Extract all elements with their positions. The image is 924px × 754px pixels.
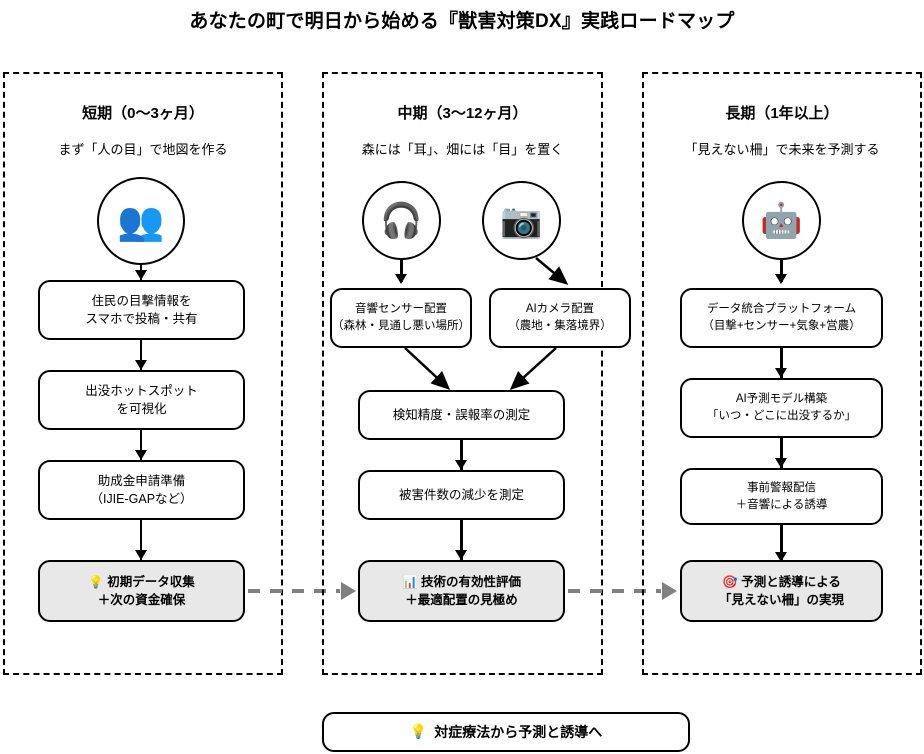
connector-arrow [455, 550, 467, 560]
busts-in-silhouette-icon: 👥 [97, 177, 185, 265]
step-line-2: ＋音響による誘導 [735, 498, 828, 511]
step-line-2: （目撃+センサー+気象+営農） [702, 320, 861, 332]
step-box-acoustic-sensor: 音響センサー配置 （森林・見通し悪い場所） [330, 288, 472, 348]
step-line-1: 被害件数の減少を測定 [398, 487, 524, 502]
step-line-1: 検知精度・誤報率の測定 [392, 407, 531, 422]
outcome-text-1: 初期データ収集 [107, 574, 195, 589]
phase-subtitle-long-term: 「見えない柵」で未来を予測する [684, 142, 880, 157]
phase-panel-mid-term: 中期（3〜12ヶ月） 森には「耳」、畑には「目」を置く [322, 72, 603, 675]
phase-subtitle-mid-term: 森には「耳」、畑には「目」を置く [361, 142, 564, 157]
step-line-1: AIカメラ配置 [525, 303, 595, 316]
step-box-data-platform: データ統合プラットフォーム （目撃+センサー+気象+営農） [680, 288, 883, 348]
step-line-2: （IJIE-GAPなど） [90, 492, 193, 506]
connector-line [780, 260, 783, 282]
step-box-hotspot-visualization: 出没ホットスポット を可視化 [38, 370, 245, 430]
outcome-box-short-term: 💡 初期データ収集 ＋次の資金確保 [38, 560, 245, 622]
phase-title-short-term: 短期（0〜3ヶ月） [82, 105, 204, 122]
connector-line [780, 525, 783, 562]
connector-line [139, 340, 143, 370]
outcome-text-1: 予測と誘導による [741, 574, 841, 589]
outcome-box-long-term: 🎯 予測と誘導による 「見えない柵」の実現 [680, 560, 883, 622]
step-line-1: 事前警報配信 [747, 481, 816, 494]
step-box-early-warning: 事前警報配信 ＋音響による誘導 [680, 468, 883, 525]
connector-arrow [774, 368, 787, 378]
connector-arrow [134, 360, 147, 370]
connector-arrow [134, 270, 147, 280]
connector-line [780, 438, 783, 468]
step-line-2: （森林・見通し悪い場所） [332, 320, 470, 332]
outcome-line-2: ＋最適配置の見極め [405, 593, 518, 607]
outcome-line-2: 「見えない柵」の実現 [718, 593, 844, 607]
outcome-line-2: ＋次の資金確保 [97, 593, 186, 607]
phase-title-long-term: 長期（1年以上） [725, 105, 839, 122]
connector-arrow [455, 460, 467, 470]
phase-connector-line [568, 589, 661, 593]
phase-connector-line [248, 589, 340, 593]
step-line-2: （農地・集落境界） [508, 320, 612, 332]
phase-subtitle-short-term: まず「人の目」で地図を作る [58, 142, 228, 157]
outcome-line-1: 📊 技術の有効性評価 [402, 573, 521, 591]
phase-connector-arrow [662, 582, 677, 600]
outcome-line-1: 💡 初期データ収集 [88, 573, 195, 591]
step-line-2: 「いつ・どこに出没するか」 [706, 410, 857, 422]
connector-line [139, 430, 143, 460]
robot-icon: 🤖 [742, 181, 821, 260]
phase-connector-arrow [341, 582, 356, 600]
summary-banner-text: 対症療法から予測と誘導へ [434, 724, 603, 740]
step-box-damage-reduction: 被害件数の減少を測定 [358, 470, 565, 520]
light-bulb-icon: 💡 [409, 724, 428, 740]
robot-glyph: 🤖 [760, 200, 803, 241]
step-line-2: を可視化 [116, 402, 167, 416]
step-box-ai-prediction-model: AI予測モデル構築 「いつ・どこに出没するか」 [680, 378, 883, 438]
connector-line [460, 520, 463, 560]
step-line-2: スマホで投稿・共有 [85, 312, 198, 326]
phase-connector-2-3 [568, 579, 680, 603]
connector-arrow [134, 550, 147, 560]
step-line-1: データ統合プラットフォーム [706, 303, 857, 316]
summary-banner: 💡 対症療法から予測と誘導へ [322, 712, 690, 752]
phase-title-mid-term: 中期（3〜12ヶ月） [397, 105, 528, 122]
headphone-glyph: 🎧 [380, 200, 423, 241]
light-bulb-icon: 💡 [88, 573, 104, 589]
camera-glyph: 📷 [500, 200, 543, 241]
connector-arrow [394, 274, 407, 284]
step-line-1: 出没ホットスポット [85, 383, 198, 398]
phase-panel-short-term: 短期（0〜3ヶ月） まず「人の目」で地図を作る [3, 72, 283, 675]
page-title: あなたの町で明日から始める『獣害対策DX』実践ロードマップ [189, 11, 735, 32]
connector-arrow [774, 552, 787, 562]
step-box-detection-accuracy: 検知精度・誤報率の測定 [358, 390, 565, 440]
connector-line [139, 520, 143, 560]
bar-chart-icon: 📊 [401, 573, 418, 589]
step-box-resident-reports: 住民の目撃情報を スマホで投稿・共有 [38, 280, 245, 340]
busts-in-silhouette-glyph: 👥 [117, 199, 165, 243]
headphone-icon: 🎧 [362, 181, 441, 260]
connector-line [400, 260, 403, 282]
direct-hit-icon: 🎯 [722, 573, 738, 589]
step-box-ai-camera: AIカメラ配置 （農地・集落境界） [489, 288, 631, 348]
connector-arrow [134, 450, 147, 460]
connector-line [780, 348, 783, 378]
phase-panel-long-term: 長期（1年以上） 「見えない柵」で未来を予測する [642, 72, 922, 675]
step-line-1: 住民の目撃情報を [91, 293, 192, 308]
connector-arrow [774, 274, 787, 284]
connector-line [460, 440, 463, 470]
phase-connector-1-2 [248, 579, 358, 603]
outcome-text-1: 技術の有効性評価 [421, 574, 522, 589]
step-line-1: 助成金申請準備 [97, 473, 186, 488]
outcome-line-1: 🎯 予測と誘導による [719, 573, 844, 591]
step-line-1: AI予測モデル構築 [735, 393, 828, 406]
step-box-subsidy-application: 助成金申請準備 （IJIE-GAPなど） [38, 460, 245, 520]
outcome-box-mid-term: 📊 技術の有効性評価 ＋最適配置の見極め [358, 560, 565, 622]
step-line-1: 音響センサー配置 [355, 303, 447, 316]
camera-icon: 📷 [482, 181, 561, 260]
connector-arrow [774, 458, 787, 468]
